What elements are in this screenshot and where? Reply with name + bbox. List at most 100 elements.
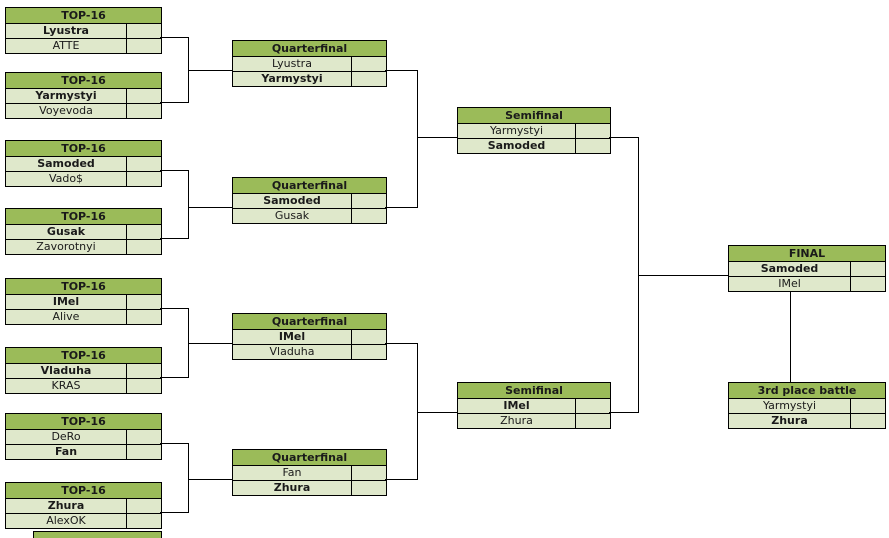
connector-line [188,207,232,208]
match-title: TOP-16 [6,414,161,430]
match-box-semifinal-1: Semifinal Yarmystyi Samoded [457,107,611,154]
score-cell [351,209,386,223]
score-cell [126,104,161,118]
player-name: Vladuha [6,364,126,378]
player-row: Lyustra [6,24,161,38]
connector-line [609,137,638,138]
match-box-quarterfinal-4: Quarterfinal Fan Zhura [232,449,387,496]
score-cell [351,72,386,86]
connector-line [417,412,457,413]
player-row: Samoded [233,194,386,208]
match-box-top16-1: TOP-16 Lyustra ATTE [5,7,162,54]
match-box-quarterfinal-2: Quarterfinal Samoded Gusak [232,177,387,224]
player-row: IMel [6,295,161,309]
score-cell [126,157,161,171]
match-box-top16-8: TOP-16 Zhura AlexOK [5,482,162,529]
player-row: Zhura [233,480,386,495]
score-cell [575,139,610,153]
player-name: ATTE [6,39,126,53]
score-cell [126,225,161,239]
connector-line [160,443,188,444]
player-row: Samoded [6,157,161,171]
player-row: AlexOK [6,513,161,528]
match-title: TOP-16 [6,141,161,157]
player-row: Voyevoda [6,103,161,118]
score-cell [351,466,386,480]
match-title: Semifinal [458,383,610,399]
score-cell [126,89,161,103]
connector-line [638,275,728,276]
player-row: Zhura [458,413,610,428]
player-row: Samoded [729,262,885,276]
score-cell [126,514,161,528]
player-name: Vado$ [6,172,126,186]
match-title: TOP-16 [6,8,161,24]
player-row: KRAS [6,378,161,393]
player-row: IMel [233,330,386,344]
score-cell [126,499,161,513]
match-box-top16-7: TOP-16 DeRo Fan [5,413,162,460]
connector-line [385,207,417,208]
match-box-quarterfinal-3: Quarterfinal IMel Vladuha [232,313,387,360]
connector-line [417,343,418,480]
score-cell [126,364,161,378]
player-name: Samoded [233,194,351,208]
player-name: IMel [233,330,351,344]
player-name: Yarmystyi [6,89,126,103]
score-cell [126,445,161,459]
player-row: Lyustra [233,57,386,71]
player-row: Gusak [233,208,386,223]
player-row: Gusak [6,225,161,239]
match-title: TOP-16 [6,483,161,499]
player-row: Yarmystyi [729,399,885,413]
player-row: Vladuha [233,344,386,359]
match-box-top16-5: TOP-16 IMel Alive [5,278,162,325]
player-row: Vado$ [6,171,161,186]
connector-line [160,512,188,513]
player-name: Gusak [233,209,351,223]
score-cell [575,414,610,428]
connector-line [385,343,417,344]
player-name: KRAS [6,379,126,393]
player-name: Zhura [458,414,575,428]
match-title: TOP-16 [6,348,161,364]
player-row: Zavorotnyi [6,239,161,254]
player-row: Zhura [729,413,885,428]
player-name: Alive [6,310,126,324]
connector-line [188,343,232,344]
score-cell [850,277,885,291]
player-row: Alive [6,309,161,324]
player-name: IMel [6,295,126,309]
score-cell [126,295,161,309]
score-cell [126,39,161,53]
score-cell [351,481,386,495]
player-name: Zhura [233,481,351,495]
score-cell [351,345,386,359]
score-cell [126,310,161,324]
connector-line [417,70,418,208]
match-title: Quarterfinal [233,450,386,466]
match-title: Semifinal [458,108,610,124]
score-cell [850,399,885,413]
score-cell [351,330,386,344]
connector-line [385,70,417,71]
player-name: Lyustra [6,24,126,38]
player-row: Samoded [458,138,610,153]
player-name: DeRo [6,430,126,444]
connector-line [417,137,457,138]
player-row: Yarmystyi [6,89,161,103]
match-box-semifinal-2: Semifinal IMel Zhura [457,382,611,429]
score-cell [351,194,386,208]
player-name: Fan [6,445,126,459]
player-name: Zhura [6,499,126,513]
player-row: Fan [6,444,161,459]
player-row: Yarmystyi [458,124,610,138]
player-name: Zavorotnyi [6,240,126,254]
player-name: Voyevoda [6,104,126,118]
connector-line [188,70,232,71]
score-cell [126,24,161,38]
player-name: Samoded [729,262,850,276]
player-name: Samoded [6,157,126,171]
score-cell [126,240,161,254]
score-cell [850,414,885,428]
